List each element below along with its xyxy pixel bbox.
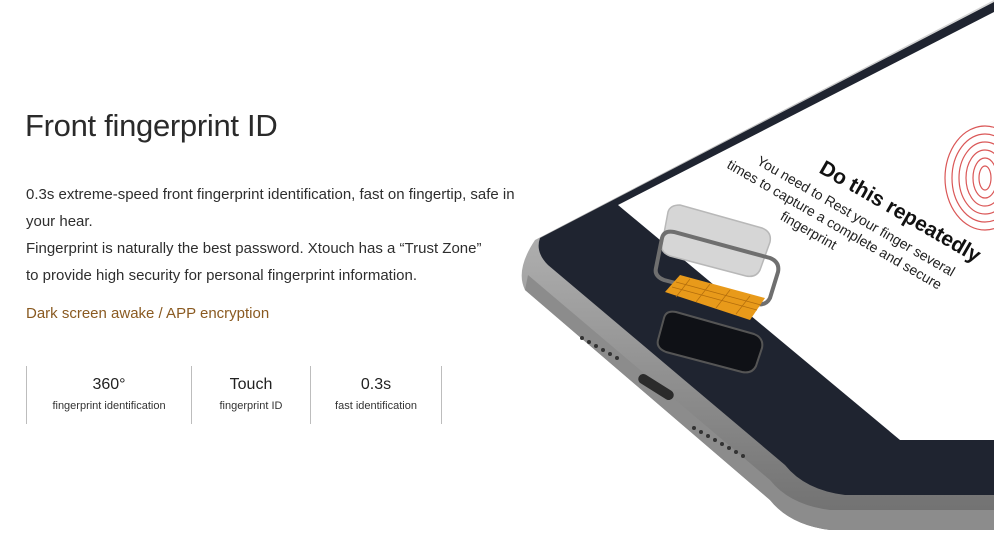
stat-touch: Touch fingerprint ID [191, 366, 310, 424]
stat-value: 0.3s [360, 376, 392, 393]
stat-value: Touch [229, 376, 273, 393]
description-line-2: your hear. [26, 213, 93, 230]
description: 0.3s extreme-speed front fingerprint ide… [26, 181, 546, 289]
feature-link[interactable]: Dark screen awake / APP encryption [26, 305, 270, 322]
stat-360: 360° fingerprint identification [26, 366, 191, 424]
usb-port [638, 374, 674, 400]
description-line-3: Fingerprint is naturally the best passwo… [26, 240, 482, 257]
sensor-layers [653, 204, 781, 374]
stat-label: fast identification [335, 400, 417, 412]
fingerprint-icon [944, 125, 994, 231]
sensor-ring [653, 229, 781, 307]
stat-label: fingerprint identification [52, 400, 166, 412]
sensor-base [656, 310, 764, 374]
page-title: Front fingerprint ID [25, 108, 278, 143]
speaker-grille-left [580, 336, 619, 360]
speaker-grille-right [692, 426, 745, 458]
description-line-1: 0.3s extreme-speed front fingerprint ide… [26, 186, 515, 203]
stat-value: 360° [92, 376, 126, 393]
description-line-4: to provide high security for personal fi… [26, 267, 418, 284]
stats-row: 360° fingerprint identification Touch fi… [26, 366, 442, 424]
stat-speed: 0.3s fast identification [310, 366, 442, 424]
phone-screen [618, 12, 994, 440]
sensor-cover [660, 204, 772, 278]
stat-label: fingerprint ID [219, 400, 283, 412]
